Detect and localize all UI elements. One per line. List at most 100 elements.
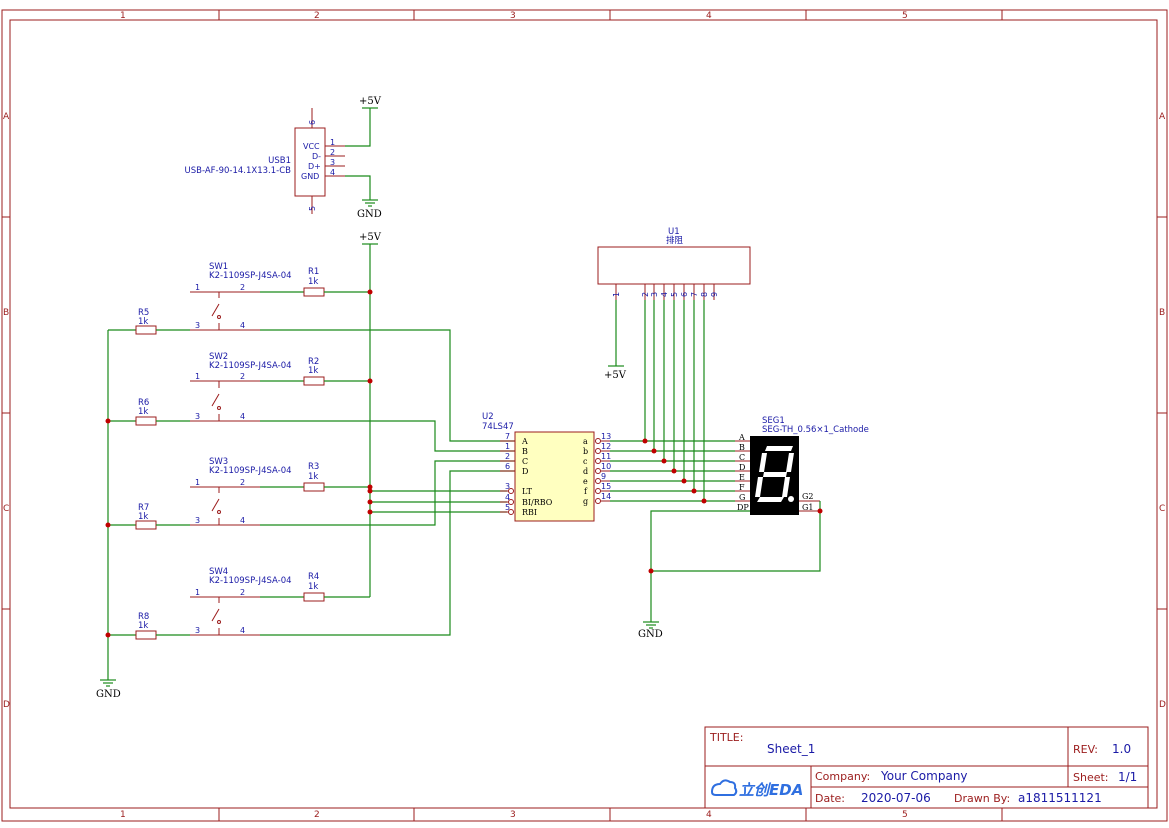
vcc-label-usb: +5V bbox=[359, 96, 382, 107]
display-common-wires: GND bbox=[638, 501, 821, 640]
r2-value: 1k bbox=[308, 366, 318, 376]
r3-value: 1k bbox=[308, 472, 318, 482]
u2-pin-c-in: C bbox=[522, 457, 528, 466]
u1-pin-2: 2 bbox=[641, 292, 650, 297]
u2-pin-num-12: 12 bbox=[601, 442, 611, 451]
seg1-pin-e: E bbox=[739, 473, 745, 482]
r5-value: 1k bbox=[138, 317, 148, 327]
row-label-b: B bbox=[3, 308, 9, 318]
sw1-pin-2: 2 bbox=[240, 283, 245, 292]
resnet-wires: +5V bbox=[604, 300, 705, 501]
resistor-r7[interactable]: R7 1k bbox=[108, 503, 190, 530]
col-label-2: 2 bbox=[314, 11, 320, 21]
r8-value: 1k bbox=[138, 621, 148, 631]
gnd-label-display: GND bbox=[638, 629, 663, 640]
decoder-u2[interactable]: U2 74LS47 7 1 2 6 3 4 5 A B C D LT BI/RB… bbox=[482, 412, 611, 522]
usb-pin-dminus: D- bbox=[312, 152, 321, 161]
sw4-pin-1: 1 bbox=[195, 588, 200, 597]
resistor-r1[interactable]: R1 1k bbox=[260, 267, 370, 297]
switch-sw4[interactable]: SW4 K2-1109SP-J4SA-04 1 2 3 4 bbox=[190, 567, 292, 636]
date-value: 2020-07-06 bbox=[861, 791, 931, 805]
gnd-label-usb: GND bbox=[357, 209, 382, 220]
resistor-r6[interactable]: R6 1k bbox=[108, 398, 190, 426]
resistor-network-u1[interactable]: U1 排阻 1 2 3 4 5 6 7 8 9 bbox=[597, 227, 751, 300]
switch-sw3[interactable]: SW3 K2-1109SP-J4SA-04 1 2 3 4 bbox=[190, 457, 292, 526]
company-value: Your Company bbox=[880, 769, 968, 783]
resistor-r2[interactable]: R2 1k bbox=[260, 357, 370, 386]
sheet-value: 1/1 bbox=[1118, 770, 1137, 784]
usb-pin-num-4: 4 bbox=[330, 168, 335, 177]
switch-sw2[interactable]: SW2 K2-1109SP-J4SA-04 1 2 3 4 bbox=[190, 352, 292, 422]
sw4-pin-4: 4 bbox=[240, 626, 245, 635]
row-label-b-right: B bbox=[1159, 308, 1165, 318]
u2-pin-d-out: d bbox=[583, 467, 588, 476]
u1-value: 排阻 bbox=[666, 235, 684, 246]
seg1-ref: SEG1 bbox=[762, 416, 785, 426]
u1-ref: U1 bbox=[668, 227, 680, 237]
usb-pin-vcc: VCC bbox=[303, 142, 320, 151]
vcc-label-rail: +5V bbox=[359, 232, 382, 243]
u2-pin-b-out: b bbox=[583, 447, 588, 456]
usb-pin-num-2: 2 bbox=[330, 148, 335, 157]
usb-pin-gnd: GND bbox=[301, 172, 319, 181]
u1-pin-3: 3 bbox=[650, 292, 659, 297]
gnd-label-rail: GND bbox=[96, 689, 121, 700]
col-label-1-bottom: 1 bbox=[120, 810, 126, 820]
u2-pin-num-11: 11 bbox=[601, 452, 611, 461]
gnd-rail: GND bbox=[96, 330, 121, 700]
col-label-4: 4 bbox=[706, 11, 712, 21]
seg1-pin-f: F bbox=[739, 483, 745, 492]
sw3-pin-3: 3 bbox=[195, 516, 200, 525]
sheet-label: Sheet: bbox=[1073, 771, 1109, 784]
u2-pin-rbi: RBI bbox=[522, 508, 537, 517]
col-label-3-bottom: 3 bbox=[510, 810, 516, 820]
switch-sw1[interactable]: SW1 K2-1109SP-J4SA-04 1 2 3 4 bbox=[190, 262, 292, 331]
usb-connector[interactable]: VCC D- D+ GND 1 2 3 4 6 5 USB1 USB-AF-90… bbox=[185, 108, 346, 214]
u1-pin-1: 1 bbox=[612, 292, 621, 297]
sw3-pin-2: 2 bbox=[240, 478, 245, 487]
sw2-pin-1: 1 bbox=[195, 372, 200, 381]
sw3-pin-1: 1 bbox=[195, 478, 200, 487]
u2-pin-c-out: c bbox=[583, 457, 588, 466]
seg1-pin-dp: DP bbox=[737, 503, 749, 512]
usb-ref: USB1 bbox=[268, 156, 291, 166]
sw1-pin-4: 4 bbox=[240, 321, 245, 330]
seven-segment-display[interactable]: SEG1 SEG-TH_0.56×1_Cathode A B C D E F G… bbox=[735, 416, 869, 515]
seg1-pin-g1: G1 bbox=[802, 503, 813, 512]
r7-ref: R7 bbox=[138, 503, 149, 513]
seg1-pin-g2: G2 bbox=[802, 492, 813, 501]
col-label-3: 3 bbox=[510, 11, 516, 21]
u2-pin-num-2: 2 bbox=[505, 452, 510, 461]
date-label: Date: bbox=[815, 792, 845, 805]
sw1-value: K2-1109SP-J4SA-04 bbox=[209, 271, 292, 281]
vcc-label-resnet: +5V bbox=[604, 370, 627, 381]
sw2-pin-4: 4 bbox=[240, 412, 245, 421]
resistor-r4[interactable]: R4 1k bbox=[260, 572, 370, 602]
u2-pin-a-in: A bbox=[521, 437, 528, 446]
drawn-by-value: a1811511121 bbox=[1018, 791, 1102, 805]
row-label-d-right: D bbox=[1159, 700, 1166, 710]
sw4-value: K2-1109SP-J4SA-04 bbox=[209, 576, 292, 586]
drawn-by-label: Drawn By: bbox=[954, 792, 1010, 805]
r1-value: 1k bbox=[308, 277, 318, 287]
r3-ref: R3 bbox=[308, 462, 319, 472]
u1-pin-6: 6 bbox=[680, 292, 689, 297]
sw4-pin-3: 3 bbox=[195, 626, 200, 635]
resistor-r3[interactable]: R3 1k bbox=[260, 462, 370, 492]
seg1-pin-g: G bbox=[739, 493, 745, 502]
usb-power-nets: +5V GND bbox=[345, 96, 382, 220]
resistor-r5[interactable]: R5 1k bbox=[108, 308, 190, 335]
row-label-a-right: A bbox=[1159, 112, 1166, 122]
col-label-2-bottom: 2 bbox=[314, 810, 320, 820]
resistor-r8[interactable]: R8 1k bbox=[108, 612, 190, 640]
u2-pin-b-in: B bbox=[522, 447, 528, 456]
lceda-logo-icon: 立创EDA bbox=[710, 779, 803, 799]
sw2-value: K2-1109SP-J4SA-04 bbox=[209, 361, 292, 371]
usb-value: USB-AF-90-14.1X13.1-CB bbox=[185, 166, 292, 176]
sw4-pin-2: 2 bbox=[240, 588, 245, 597]
title-label: TITLE: bbox=[709, 731, 743, 744]
u1-pin-5: 5 bbox=[670, 292, 679, 297]
r2-ref: R2 bbox=[308, 357, 319, 367]
company-label: Company: bbox=[815, 770, 870, 783]
